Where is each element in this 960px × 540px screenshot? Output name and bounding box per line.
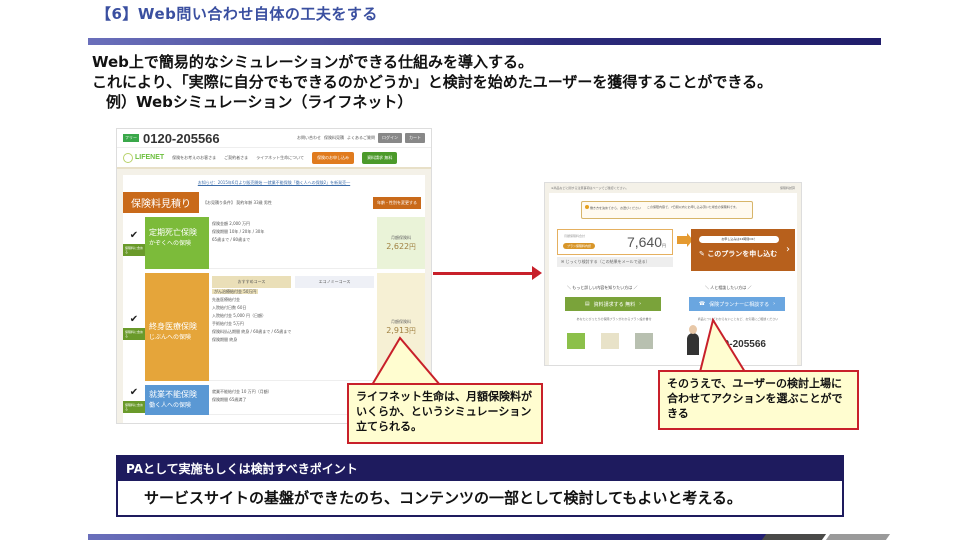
application-image [635,333,653,349]
section-title-consult: ＼ 人と相談したい方は ／ [705,285,752,290]
footer-accent-grey [825,534,891,540]
callout-simulation: ライフネット生命は、月額保険料がいくらか、というシミュレーション立てられる。 [347,383,543,444]
checkmark-icon[interactable]: ✔ [129,314,139,325]
logo-ring-icon [123,152,133,163]
site-phone: 0120-205566 [143,130,220,146]
operator-avatar [687,325,699,355]
apply-nav-button[interactable]: 保険のお申し込み [312,151,355,164]
edit-icon: ✎ [699,250,705,258]
plan-sheet-image [601,333,619,349]
course-economy[interactable]: エコノミーコース [295,276,374,288]
callout-actions: そのうえで、ユーザーの検討上場に合わせてアクションを選ぶことができる [658,370,859,430]
document-icon: ▤ [584,301,590,307]
login-button[interactable]: ログイン [378,133,402,143]
consult-phone: 0120-205566 [707,339,766,350]
chevron-right-icon: › [639,301,642,307]
nav-item-contractors[interactable]: ご契約者さま [224,154,249,160]
checkmark-icon[interactable]: ✔ [129,230,139,241]
apply-plan-button[interactable]: お申し込みは24時間OK！ ✎ このプランを申し込む › [691,229,795,271]
total-price: 7,640円 [626,234,666,250]
chevron-right-icon: › [786,244,790,255]
arrow-right-icon [532,266,542,280]
slide-title: 【6】Web問い合わせ自体の工夫をする [96,5,378,23]
chevron-right-icon: › [773,301,776,307]
change-age-button[interactable]: 年齢・性別を変更する [373,196,421,209]
brochure-thumbnails [567,333,653,349]
header-link-faq[interactable]: よくあるご質問 [347,135,375,140]
info-icon [585,205,589,209]
phone-icon: ☎ [698,301,706,307]
course-recommended[interactable]: おすすめコース [212,276,291,288]
estimate-badge: 保険料見積り [123,192,199,213]
include-tag: 保険料に含める [123,244,145,256]
consult-note: 商品についてわからないことなど、お気軽にご相談ください [697,317,779,321]
product-row-term-life: ✔ 保険料に含める 定期死亡保険かぞくへの保険 保険金額 2,000 万円 保険期… [123,217,425,269]
product-card: 終身医療保険じぶんへの保険 [145,273,209,381]
site-topbar: フリー 0120-205566 お問い合わせ 保険料見積 よくあるご質問 ログイ… [117,129,431,147]
cart-button[interactable]: カート [405,133,425,143]
notice-link[interactable]: お知らせ：2015年6月より販売開始 ―就業不能保険「働く人への保険2」を新発売… [197,180,351,185]
request-docs-button[interactable]: ▤資料請求する 無料› [565,297,661,311]
points-body: サービスサイトの基盤ができたのち、コンテンツの一部として検討してもよいと考える。 [144,489,742,507]
docs-note: あなたにぴったりの保険プランがわかるプラン設計書付 [576,317,652,321]
email-result-button[interactable]: ✉ じっくり検討する（この結果をメールで送る） [557,257,673,267]
lead-line-3: 例）Webシミュレーション（ライフネット） [106,93,413,111]
include-tag: 保険料に含める [123,401,145,413]
tip-box: 働き方を決めてから、お選びください この保障内容で、7日間以内にお申し込み頂いた… [581,201,753,219]
lead-line-1: Web上で簡易的なシミュレーションができる仕組みを導入する。 [92,53,534,71]
header-link-contact[interactable]: お問い合わせ [297,135,321,140]
top-links[interactable]: 保険料試算 [779,186,795,190]
top-note: ※商品などに関する注意事項はページでご確認ください。 [551,186,629,190]
footer-accent-dark [761,534,827,540]
arrow-right-icon [677,233,693,247]
section-title-docs: ＼ もっと詳しい内容を知りたい方は ／ [567,285,638,290]
footer-bar [88,534,784,540]
header-link-estimate[interactable]: 保険料見積 [324,135,344,140]
nav-item-about[interactable]: ライフネット生命について [256,154,305,160]
lifenet-logo[interactable]: LIFENET [123,152,164,163]
product-fields[interactable]: 保険金額 2,000 万円 保険期間 10年 / 20年 / 30年 65歳まで… [209,217,377,269]
include-tag: 保険料に含める [123,328,145,340]
breakdown-pill[interactable]: プラン保険料内訳 [563,243,596,249]
consult-planner-button[interactable]: ☎保険プランナーに相談する› [689,297,785,311]
action-screenshot: ※商品などに関する注意事項はページでご確認ください。 保険料試算 働き方を決めてか… [544,182,802,366]
lead-line-2: これにより、「実際に自分でもできるのかどうか」と検討を始めたユーザーを獲得するこ… [92,73,773,91]
checkmark-icon[interactable]: ✔ [129,387,139,398]
free-dial-badge: フリー [123,134,139,142]
title-divider [88,38,881,45]
docs-nav-button[interactable]: 資料請求 無料 [362,151,398,164]
estimate-conditions: 【お見積り条件】 契約年齢 33歳 男性 [203,199,272,205]
mail-icon: ✉ [561,259,565,264]
nav-item-prospects[interactable]: 保険をお考えのお客さま [172,154,217,160]
flow-arrow-line [433,272,537,275]
total-price-box: 月額保険料合計 プラン保険料内訳 7,640円 [557,229,673,255]
product-card: 定期死亡保険かぞくへの保険 [145,217,209,269]
lead-text: Web上で簡易的なシミュレーションができる仕組みを導入する。 これにより、「実際… [92,52,772,112]
site-nav: LIFENET 保険をお考えのお客さま ご契約者さま ライフネット生命について … [117,147,431,169]
product-fields[interactable]: おすすめコースエコノミーコース がん治療給付金 50万円 先進医療給付金 入院給… [209,273,377,381]
pamphlet-image [567,333,585,349]
product-card: 就業不能保険働く人への保険 [145,385,209,415]
points-heading: PAとして実施もしくは検討すべきポイント [118,457,842,481]
points-box: PAとして実施もしくは検討すべきポイント サービスサイトの基盤ができたのち、コン… [116,455,844,517]
